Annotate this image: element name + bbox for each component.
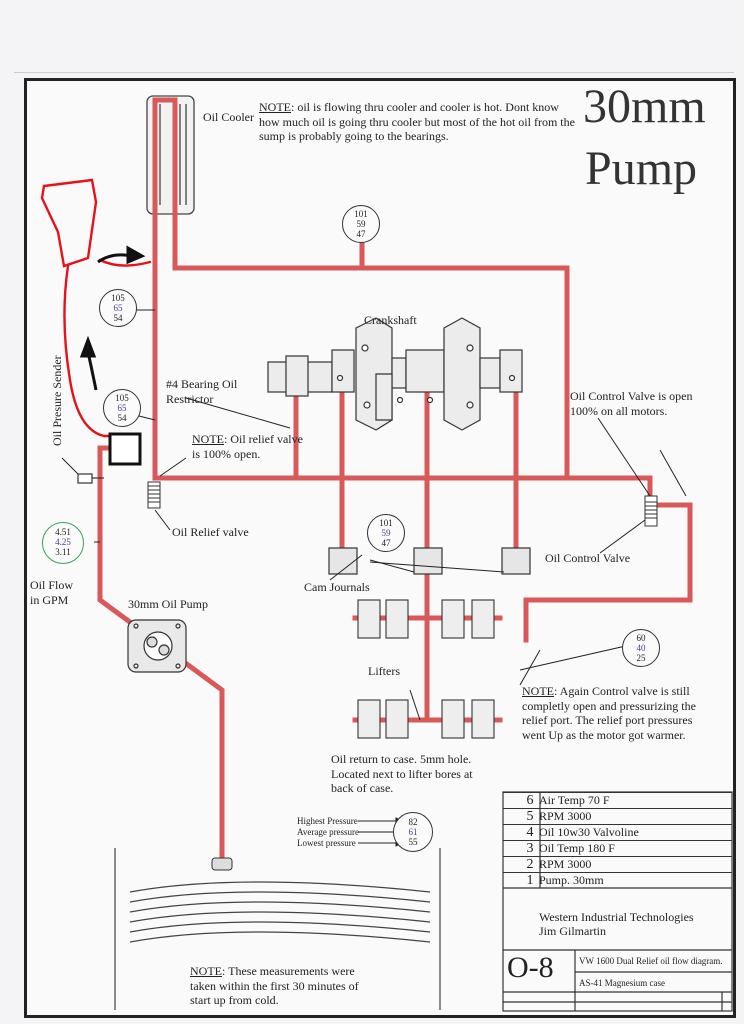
tb-text: Air Temp 70 F [539,793,610,807]
tb-row: 6 Air Temp 70 F [503,792,732,809]
gauge-low: 3.11 [55,547,71,557]
page-edge [14,72,734,73]
gauge-high: 4.51 [55,527,71,537]
gauge-avg: 40 [636,643,646,653]
tb-num: 3 [526,841,534,856]
crankshaft [267,317,523,431]
gauge-low: 54 [113,313,123,323]
oil-lines [97,97,693,863]
control-note: NOTE: Again Control valve is still compl… [522,684,712,742]
bottom-note: NOTE: These measurements were taken with… [190,964,376,1008]
cam-journals-label: Cam Journals [304,580,370,594]
control-valve-note: Oil Control Valve is open 100% on all mo… [570,389,693,418]
gauge-avg: 59 [381,528,391,538]
pump-label: 30mm Oil Pump [128,597,209,611]
tb-row: 3 Oil Temp 180 F [503,840,732,857]
tb-num: 5 [526,809,534,824]
oil-control-valve-label: Oil Control Valve [545,551,631,565]
title-line2: Pump [585,142,698,195]
gauge-low: 47 [356,229,366,239]
gauge-low: 54 [117,413,127,423]
author-name: Jim Gilmartin [539,924,606,938]
oil-pickup [211,857,233,871]
tb-text: RPM 3000 [539,809,592,823]
relief-note: NOTE: Oil relief valve is 100% open. [192,432,304,461]
tb-text: Oil 10w30 Valvoline [539,825,639,839]
gauge-high: 60 [636,633,646,643]
tb-num: 2 [526,857,534,872]
title-line1: 30mm [583,80,706,133]
gauge-low: 47 [381,538,391,548]
legend-high: 82 [408,817,418,827]
gauge-avg: 59 [356,219,366,229]
hand-annotation [40,178,152,438]
gauge-avg: 4.25 [55,537,71,547]
leader-lines [61,309,687,721]
tb-text: RPM 3000 [539,857,592,871]
note-label: NOTE [190,964,222,978]
oil-flow-label: Oil Flow in GPM [30,578,74,607]
material: AS-41 Magnesium case [579,978,665,988]
gauge-low: 25 [636,653,646,663]
tb-row: 5 RPM 3000 [503,808,732,825]
legend-label: Highest Pressure [297,816,358,826]
oil-return-label: Oil return to case. 5mm hole. Located ne… [331,752,473,795]
oil-cooler-label: Oil Cooler [203,110,254,124]
legend-avg: 61 [408,827,418,837]
legend-label: Lowest pressure [297,838,356,848]
pressure-sender [77,473,104,484]
oil-relief-valve-label: Oil Relief valve [172,525,249,539]
note-label: NOTE [522,684,554,698]
tb-num: 1 [526,873,534,888]
oil-sump [114,848,441,1010]
gauge-high: 101 [354,209,368,219]
note-label: NOTE [192,432,224,446]
tb-text: Pump. 30mm [539,873,604,887]
note-body: : Oil relief valve is 100% open. [192,432,303,461]
note-body: : These measurements were taken within t… [190,964,359,1007]
drawing-number: O-8 [507,951,554,984]
top-note: NOTE: oil is flowing thru cooler and coo… [259,100,575,144]
tb-num: 6 [526,793,534,808]
legend-label: Average pressure [297,827,360,837]
flow-arrows [79,245,146,391]
tb-row: 4 Oil 10w30 Valvoline [503,824,732,841]
tb-num: 4 [526,825,534,840]
sender-marker [108,432,142,466]
company-name: Western Industrial Technologies [539,910,694,924]
bearing-restrictor-label: #4 Bearing Oil Restrictor [166,377,238,406]
gauge-high: 105 [115,393,129,403]
gauge-high: 105 [111,293,125,303]
lifters [357,599,495,739]
crankshaft-label: Crankshaft [364,313,417,327]
gauge-avg: 65 [117,403,127,413]
drawing-description: VW 1600 Dual Relief oil flow diagram. [579,956,723,966]
note-label: NOTE [259,100,291,114]
legend-low: 55 [408,837,418,847]
cam-journals [328,547,531,575]
tb-row: 2 RPM 3000 [503,856,732,873]
gauge-avg: 65 [113,303,123,313]
note-body: : Again Control valve is still completly… [522,684,696,742]
oil-pump [127,619,187,673]
tb-text: Oil Temp 180 F [539,841,615,855]
lifters-label: Lifters [368,664,400,678]
tb-row: 1 Pump. 30mm [503,872,732,889]
note-body: : oil is flowing thru cooler and cooler … [259,100,575,143]
gauge-high: 101 [379,518,393,528]
relief-valves [147,481,658,527]
